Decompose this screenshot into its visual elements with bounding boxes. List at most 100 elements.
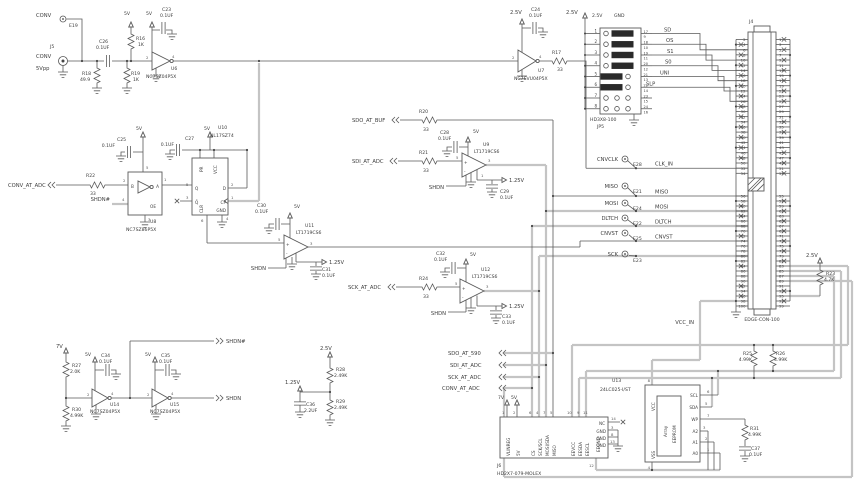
pin-number: 92 — [741, 284, 746, 289]
cap-c23 — [161, 21, 166, 35]
resistor-r19 — [123, 65, 131, 86]
svg-text:GND: GND — [216, 208, 226, 213]
pin-number: 57 — [779, 199, 784, 204]
svg-text:WP: WP — [691, 417, 698, 422]
net-sdo-at-590: SDO_AT_590 — [448, 351, 481, 357]
svg-text:SCL: SCL — [690, 393, 699, 398]
svg-text:14: 14 — [611, 416, 616, 421]
resistor-r29 — [326, 397, 334, 418]
pin-number: 15 — [779, 73, 784, 78]
pin-number: 7 — [779, 52, 782, 57]
resistor-r27 — [62, 359, 70, 380]
inverter-u7 — [517, 49, 537, 73]
u15-part: NC7SZ04P5X — [150, 409, 180, 415]
net-dltch: DLTCH — [655, 220, 672, 226]
pin-number: 58 — [741, 199, 746, 204]
pin-number: 13 — [779, 68, 784, 73]
pin-number: 90 — [741, 279, 746, 284]
pin-number: 16 — [741, 73, 746, 78]
pin-number: 29 — [779, 109, 784, 114]
svg-text:0.1UF: 0.1UF — [99, 359, 113, 365]
pin-number: 91 — [779, 284, 784, 289]
pin-number: 12 — [741, 63, 746, 68]
svg-text:C29: C29 — [500, 189, 509, 195]
junction-dots — [64, 43, 792, 472]
comparator-u11 — [283, 234, 310, 260]
pin-number: 17 — [779, 78, 784, 83]
svg-text:5: 5 — [456, 155, 459, 160]
header-jp5-box — [599, 27, 642, 115]
svg-text:2.5V: 2.5V — [320, 346, 332, 352]
r17-ref: R17 — [552, 50, 561, 56]
pin-number: 19 — [779, 83, 784, 88]
power-2v5-icon — [519, 18, 525, 25]
pin-number: 38 — [741, 130, 746, 135]
net-shdnb-out: SHDN# — [226, 339, 245, 345]
pin-number: 18 — [741, 78, 746, 83]
cap-c27 — [175, 143, 181, 157]
jp5-part: HD3X8-100 — [590, 117, 616, 123]
u14-ref: U14 — [110, 402, 119, 408]
u11-ref: U11 — [305, 223, 314, 229]
svg-text:C28: C28 — [440, 130, 449, 136]
net-mosi: MOSI — [655, 205, 669, 211]
pin-number: 17 — [644, 30, 648, 34]
svg-text:0.1UF: 0.1UF — [434, 257, 448, 263]
svg-text:C37: C37 — [751, 446, 760, 452]
svg-text:E22: E22 — [633, 221, 642, 227]
pin-number: 8 — [743, 52, 746, 57]
svg-text:EEVCC: EEVCC — [571, 442, 576, 456]
pin-number: 69 — [779, 229, 784, 234]
pin-number: 76 — [741, 244, 746, 249]
resistor-r30 — [62, 403, 70, 424]
svg-text:9: 9 — [577, 410, 580, 415]
svg-text:Q: Q — [195, 186, 199, 191]
svg-text:E28: E28 — [633, 162, 642, 168]
pin-number: 11 — [779, 63, 784, 68]
pin-number: 13 — [644, 78, 648, 82]
net-s0: S0 — [665, 60, 672, 66]
pin-number: 81 — [779, 259, 784, 264]
svg-text:+: + — [464, 160, 468, 165]
pin-number: 19 — [644, 51, 648, 55]
net-sdo-at-buf: SDO_AT_BUF — [352, 118, 385, 124]
pin-number: 16 — [644, 110, 648, 114]
pin-number: 32 — [741, 114, 746, 119]
svg-text:SCK/SCL: SCK/SCL — [538, 438, 543, 456]
u13-ref: U13 — [612, 378, 621, 384]
j4-ref: J4 — [748, 19, 753, 25]
svg-text:-: - — [286, 251, 288, 256]
u12-part: LT1719CS6 — [472, 274, 498, 280]
svg-text:4: 4 — [536, 410, 539, 415]
resistor-r24 — [419, 283, 440, 291]
pin-number: 21 — [644, 73, 648, 77]
net-conv-label: CONV — [36, 54, 52, 60]
cap-c32 — [451, 261, 456, 275]
ic-u10-box — [191, 157, 229, 216]
jp5-jumper-rows — [584, 30, 634, 112]
pin-number: 41 — [779, 140, 784, 145]
pin-number: 44 — [741, 145, 746, 150]
svg-text:-: - — [464, 169, 466, 174]
svg-text:1: 1 — [231, 195, 234, 200]
svg-text:5V: 5V — [85, 352, 92, 358]
pin-number: 1 — [779, 37, 782, 42]
pin-number: 46 — [741, 150, 746, 155]
svg-text:+: + — [462, 286, 466, 291]
testpoint-e19-label: E19 — [69, 23, 78, 29]
svg-text:Q̄: Q̄ — [195, 200, 199, 205]
pin-number: 14 — [741, 68, 746, 73]
svg-text:8: 8 — [648, 378, 651, 383]
svg-text:C35: C35 — [161, 353, 170, 359]
net-sck-at-adc-2: SCK_AT_ADC — [448, 375, 481, 381]
u10-ref: U10 — [218, 125, 227, 131]
j4-left-bot-pins: 5658606264666870727476788082848688909294… — [736, 194, 748, 309]
svg-text:4: 4 — [648, 465, 651, 470]
u6-part: NC7SZ04P5X — [146, 74, 176, 80]
pin-number: 60 — [741, 204, 746, 209]
pin-number: 75 — [779, 244, 784, 249]
svg-text:E24: E24 — [633, 206, 642, 212]
pin-number: 35 — [779, 125, 784, 130]
svg-text:R26: R26 — [776, 351, 785, 357]
